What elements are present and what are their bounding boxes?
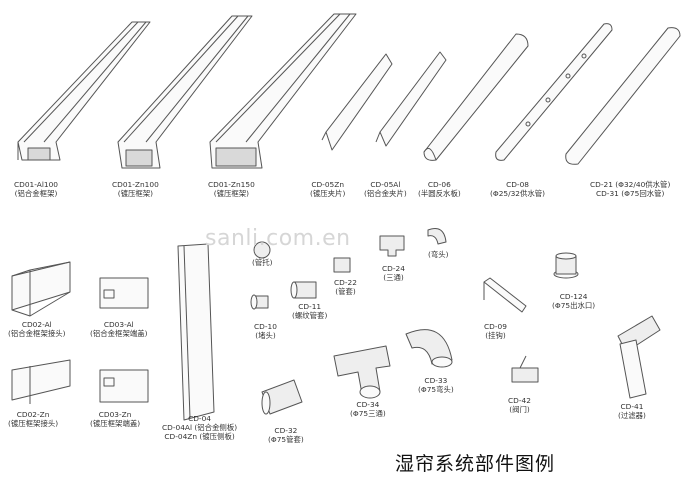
elbow-small-drawing (427, 228, 447, 245)
label-cd33: CD-33(Φ75弯头) (418, 376, 454, 394)
label-cd03zn: CD03-Zn(镀压框架端盖) (90, 410, 141, 428)
label-cd24: CD-24(三通) (382, 264, 405, 282)
valve-drawing (511, 355, 539, 383)
side-panel-drawing (177, 243, 215, 421)
sleeve-drawing (333, 257, 351, 273)
label-cd09: CD-09(挂钩) (484, 322, 507, 340)
label-cd41: CD-41(过滤器) (618, 402, 646, 420)
label-cd124: CD-124(Φ75出水口) (552, 292, 596, 310)
large-sleeve-drawing (261, 379, 303, 415)
frame-channel-zn100-drawing (117, 15, 253, 169)
clip-zn-drawing (321, 53, 393, 151)
label-cd10: CD-10(堵头) (254, 322, 277, 340)
label-cd05al: CD-05Al(铝合金夹片) (364, 180, 407, 198)
end-plug-drawing (250, 294, 269, 310)
label-cd03al: CD03-Al(铝合金框架端盖) (90, 320, 148, 338)
pipe-holder-drawing (253, 241, 271, 259)
frame-endcap-al-drawing (99, 277, 149, 309)
half-round-deflector-drawing (423, 33, 529, 161)
frame-joint-zn-drawing (11, 359, 71, 404)
label-cd32: CD-32(Φ75管套) (268, 426, 304, 444)
label-cd34: CD-34(Φ75三通) (350, 400, 386, 418)
tee-large-drawing (333, 345, 391, 399)
label-cd06: CD-06(半圆反水板) (418, 180, 461, 198)
label-cd42: CD-42(阀门) (508, 396, 531, 414)
supply-pipe-drawing (495, 23, 613, 161)
label-pipe-holder: (管托) (252, 258, 273, 267)
hook-drawing (483, 277, 527, 313)
elbow-large-drawing (405, 329, 453, 368)
label-cd01zn100: CD01-Zn100(镀压框架) (112, 180, 159, 198)
tee-small-drawing (379, 235, 405, 257)
label-cd05zn: CD-05Zn(镀压夹片) (310, 180, 346, 198)
label-cd02zn: CD02-Zn(镀压框架接头) (8, 410, 59, 428)
label-elbow-small: (弯头) (428, 250, 449, 259)
threaded-sleeve-drawing (290, 281, 317, 299)
watermark: sanli.com.en (205, 226, 351, 251)
label-cd22: CD-22(管套) (334, 278, 357, 296)
filter-drawing (617, 315, 661, 399)
frame-channel-al100-drawing (17, 21, 151, 161)
frame-joint-al-drawing (11, 261, 71, 317)
diagram-caption: 湿帘系统部件图例 (395, 453, 556, 475)
label-cd02al: CD02-Al(铝合金框架接头) (8, 320, 66, 338)
label-cd01zn150: CD01-Zn150(镀压框架) (208, 180, 255, 198)
return-pipe-drawing (565, 27, 681, 165)
frame-channel-zn150-drawing (209, 13, 357, 169)
label-cd21: CD-21 (Φ32/40供水管)CD-31 (Φ75回水管) (590, 180, 671, 198)
label-cd01al: CD01-Al100(铝合金框架) (14, 180, 58, 198)
frame-endcap-zn-drawing (99, 369, 149, 403)
label-cd11: CD-11(螺纹管套) (292, 302, 328, 320)
clip-al-drawing (375, 51, 447, 147)
label-cd08: CD-08(Φ25/32供水管) (490, 180, 546, 198)
outlet-drawing (553, 252, 579, 279)
